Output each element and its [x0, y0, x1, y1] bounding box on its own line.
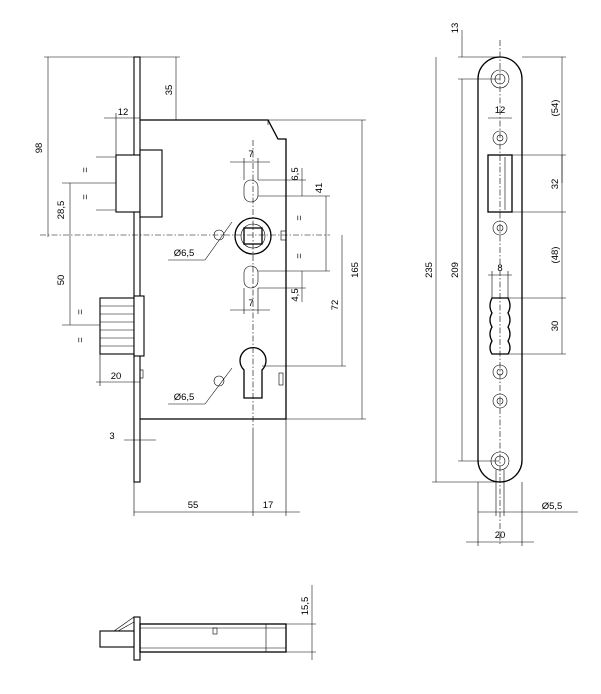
dim-20-front: 20	[96, 354, 140, 386]
svg-text:6,5: 6,5	[290, 167, 301, 180]
dim-4-5: 4,5	[258, 271, 306, 302]
bottom-view: 15,5	[99, 585, 316, 661]
dim-165: 165	[268, 119, 366, 420]
dim-35: 35	[140, 56, 180, 120]
bottom-forend	[133, 616, 141, 661]
svg-text:30: 30	[550, 321, 561, 332]
svg-text:=: =	[75, 309, 86, 315]
dim-20-forend: 20	[466, 482, 534, 546]
svg-text:55: 55	[188, 500, 199, 511]
svg-text:20: 20	[111, 371, 122, 382]
bottom-case	[139, 623, 287, 653]
svg-text:=: =	[75, 337, 86, 343]
forend-view: 13 235 209 12 (54) 32	[424, 23, 578, 546]
dim-7-top: 7	[230, 149, 270, 180]
svg-text:Ø5,5: Ø5,5	[542, 501, 563, 512]
dim-209: 209	[450, 79, 500, 462]
dim-55: 55	[133, 430, 254, 516]
svg-text:35: 35	[164, 85, 175, 96]
svg-text:20: 20	[495, 530, 506, 541]
dim-41: 41 = =	[258, 183, 330, 272]
dim-8: 8	[488, 263, 512, 298]
dim-235: 235	[424, 57, 500, 483]
lock-case-body	[140, 119, 287, 420]
dim-12-forend: 12	[488, 105, 512, 119]
dim-13: 13	[450, 23, 500, 80]
dim-6-5: 6,5	[258, 167, 306, 196]
svg-text:28,5: 28,5	[56, 201, 67, 220]
front-view: 98 35 12 28,5 = = 50 = =	[34, 56, 366, 516]
svg-text:50: 50	[56, 275, 67, 286]
follower-square-icon	[234, 217, 272, 255]
svg-text:209: 209	[450, 262, 461, 278]
bottom-bolt	[99, 630, 135, 648]
dim-12-front: 12	[104, 107, 140, 155]
svg-text:17: 17	[263, 500, 274, 511]
svg-text:3: 3	[109, 431, 114, 442]
svg-text:Ø6,5: Ø6,5	[174, 392, 195, 403]
slot-hole-lower	[243, 265, 259, 289]
svg-text:Ø6,5: Ø6,5	[174, 248, 195, 259]
svg-text:32: 32	[550, 179, 561, 190]
svg-text:4,5: 4,5	[290, 288, 301, 301]
dim-dia-lower: Ø6,5	[168, 367, 233, 405]
dim-30: 30	[508, 297, 566, 355]
svg-text:15,5: 15,5	[300, 597, 311, 616]
svg-text:12: 12	[495, 105, 506, 116]
dim-17: 17	[253, 419, 300, 516]
svg-text:72: 72	[330, 300, 341, 311]
dim-98: 98	[34, 56, 134, 237]
latch-bolt	[96, 149, 163, 218]
svg-text:8: 8	[497, 263, 502, 274]
cylinder-cutout-icon	[239, 347, 267, 399]
dim-48: (48)	[550, 212, 563, 298]
svg-text:41: 41	[314, 183, 325, 194]
screw-hole-lower	[213, 375, 225, 387]
dim-7-bottom: 7	[230, 288, 270, 314]
svg-text:12: 12	[118, 107, 129, 118]
svg-text:=: =	[80, 194, 91, 200]
svg-text:=: =	[294, 253, 305, 259]
slot-hole-upper	[243, 179, 259, 203]
svg-text:165: 165	[350, 262, 361, 278]
dim-dia-upper: Ø6,5	[168, 221, 233, 261]
svg-text:(54): (54)	[550, 100, 561, 117]
svg-text:98: 98	[34, 143, 45, 154]
dim-72: 72	[262, 235, 346, 367]
latch-opening	[487, 154, 513, 213]
svg-text:13: 13	[450, 23, 461, 34]
deadbolt	[99, 295, 145, 357]
dim-54: (54)	[522, 56, 566, 183]
forend-plate	[133, 56, 141, 483]
dim-32: 32	[512, 154, 566, 213]
dim-15-5: 15,5	[286, 585, 316, 660]
svg-text:7: 7	[248, 298, 253, 309]
svg-text:7: 7	[248, 149, 253, 160]
svg-text:=: =	[294, 215, 305, 221]
svg-text:(48): (48)	[550, 247, 561, 264]
dim-3: 3	[109, 431, 156, 442]
svg-text:235: 235	[424, 262, 435, 278]
dim-28-5: 28,5 = =	[56, 167, 96, 235]
svg-text:=: =	[80, 167, 91, 173]
dim-dia-forend: Ø5,5	[478, 470, 578, 516]
dim-50: 50 = =	[56, 235, 100, 343]
